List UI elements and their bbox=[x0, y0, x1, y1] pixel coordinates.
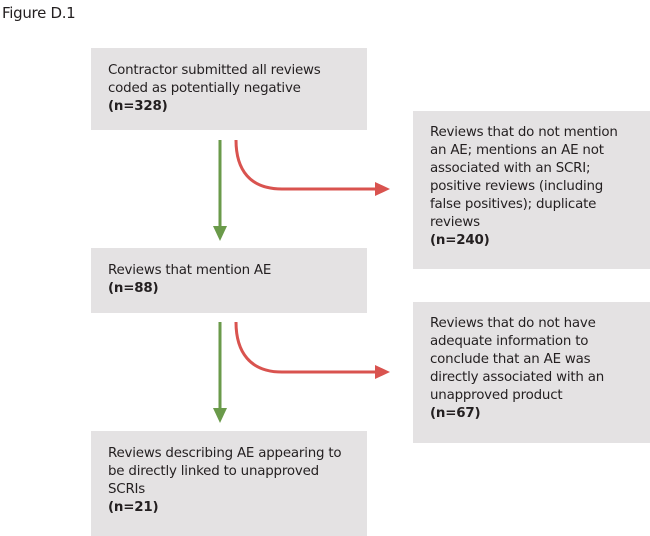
arrow-excluded-1-head bbox=[375, 182, 390, 196]
node-submitted-reviews: Contractor submitted all reviews coded a… bbox=[91, 48, 367, 130]
node-text: Reviews describing AE appearing to be di… bbox=[108, 446, 342, 497]
arrow-included-2 bbox=[213, 322, 227, 423]
node-linked-to-unapproved: Reviews describing AE appearing to be di… bbox=[91, 431, 367, 536]
node-text: Reviews that do not have adequate inform… bbox=[430, 316, 605, 403]
node-count: (n=67) bbox=[430, 406, 481, 421]
arrow-included-1-head bbox=[213, 226, 227, 241]
node-count: (n=240) bbox=[430, 233, 490, 248]
arrow-excluded-1-curve bbox=[234, 139, 378, 191]
node-mention-ae: Reviews that mention AE (n=88) bbox=[91, 248, 367, 313]
figure-title: Figure D.1 bbox=[2, 4, 76, 22]
node-count: (n=88) bbox=[108, 281, 159, 296]
node-count: (n=328) bbox=[108, 99, 168, 114]
arrow-included-1 bbox=[213, 140, 227, 241]
arrow-excluded-2 bbox=[234, 321, 390, 379]
arrow-excluded-2-head bbox=[375, 365, 390, 379]
node-text: Contractor submitted all reviews coded a… bbox=[108, 63, 321, 96]
arrow-included-2-head bbox=[213, 408, 227, 423]
node-text: Reviews that do not mention an AE; menti… bbox=[430, 125, 618, 230]
arrow-excluded-2-curve bbox=[234, 321, 378, 374]
node-text: Reviews that mention AE bbox=[108, 263, 272, 278]
node-count: (n=21) bbox=[108, 500, 159, 515]
arrow-excluded-1 bbox=[234, 139, 390, 196]
node-excluded-inadequate-info: Reviews that do not have adequate inform… bbox=[413, 302, 650, 443]
node-excluded-no-ae: Reviews that do not mention an AE; menti… bbox=[413, 111, 650, 269]
